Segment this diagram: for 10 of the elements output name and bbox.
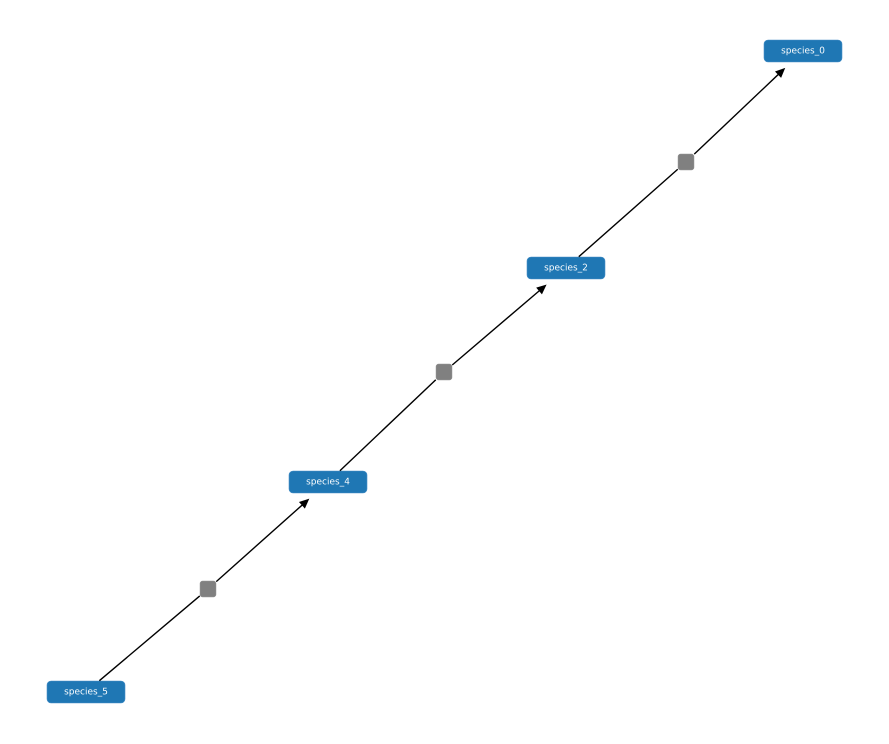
process-box: species_2 (526, 256, 606, 280)
square-node (678, 154, 694, 170)
square-node (200, 580, 216, 598)
connector-line (578, 168, 678, 258)
connector-line (98, 595, 200, 682)
process-box: species_5 (46, 680, 126, 704)
connector-line (339, 379, 436, 472)
process-box: species_0 (764, 40, 842, 62)
square-node (436, 364, 452, 380)
process-box: species_4 (288, 470, 368, 494)
